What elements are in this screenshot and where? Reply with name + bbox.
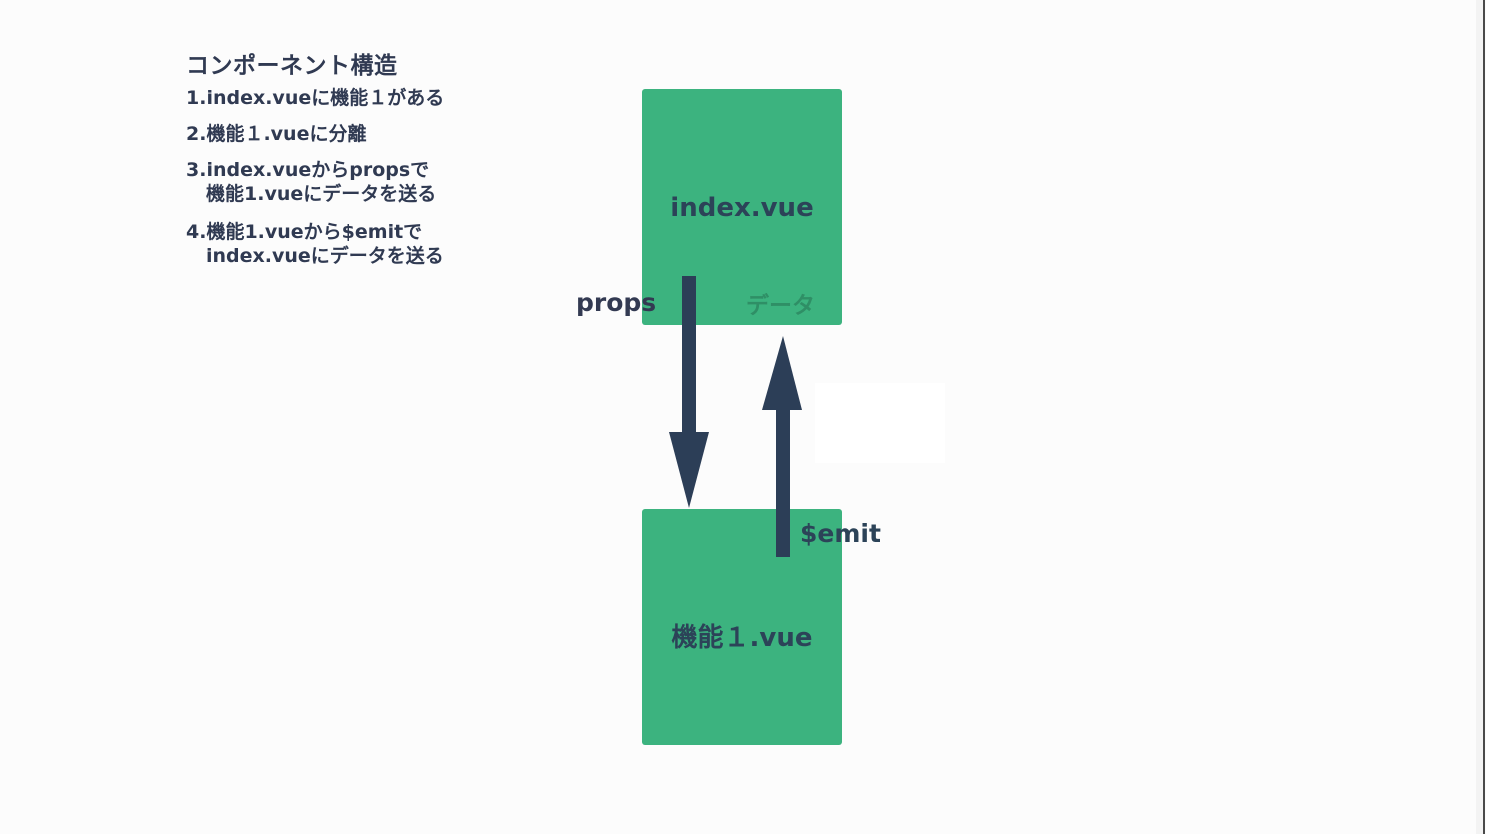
- step-4-line-2: index.vueにデータを送る: [206, 245, 444, 267]
- props-arrow-shaft: [682, 276, 696, 434]
- emit-arrow-head: [762, 336, 802, 410]
- props-arrow-head: [669, 432, 709, 508]
- step-4-line-1: 4.機能1.vueから$emitで: [186, 221, 423, 243]
- child-component-box: 機能１.vue: [642, 509, 842, 745]
- props-arrow: [669, 276, 709, 508]
- blank-placeholder-rect: [815, 383, 945, 463]
- step-1-text: 1.index.vueに機能１がある: [186, 87, 445, 109]
- step-3: 3.index.vueからpropsで 機能1.vueにデータを送る: [186, 158, 436, 206]
- window-edge-shade: [1476, 0, 1483, 834]
- emit-arrow-shaft: [776, 408, 790, 557]
- emit-label: $emit: [800, 519, 881, 548]
- props-label: props: [576, 288, 657, 317]
- step-3-line-2: 機能1.vueにデータを送る: [206, 183, 437, 205]
- step-1: 1.index.vueに機能１がある: [186, 86, 444, 110]
- step-2-text: 2.機能１.vueに分離: [186, 123, 367, 145]
- data-label: データ: [746, 293, 815, 319]
- step-4: 4.機能1.vueから$emitで index.vueにデータを送る: [186, 220, 444, 268]
- window-edge-border: [1483, 0, 1485, 834]
- parent-component-box: index.vue: [642, 89, 842, 325]
- step-2: 2.機能１.vueに分離: [186, 122, 366, 146]
- emit-arrow: [762, 336, 802, 557]
- step-3-line-1: 3.index.vueからpropsで: [186, 159, 430, 181]
- parent-component-label: index.vue: [670, 193, 814, 223]
- slide-title: コンポーネント構造: [186, 53, 398, 79]
- child-component-label: 機能１.vue: [671, 623, 813, 653]
